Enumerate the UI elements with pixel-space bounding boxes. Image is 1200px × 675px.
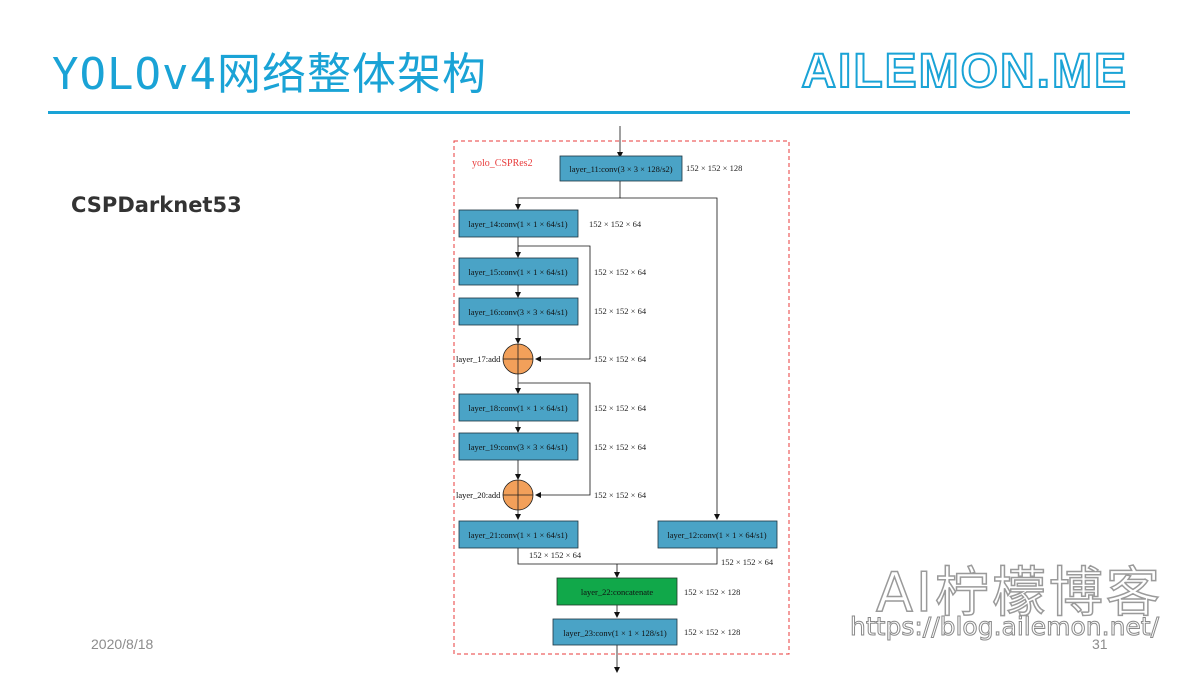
brand-logo: AILEMON.ME (800, 44, 1128, 99)
layer-17-add: layer_17:add 152 × 152 × 64 (456, 343, 647, 375)
layer-20-dim: 152 × 152 × 64 (594, 490, 647, 500)
title-divider (48, 111, 1130, 114)
layer-15-label: layer_15:conv(1 × 1 × 64/s1) (468, 267, 567, 277)
layer-21: layer_21:conv(1 × 1 × 64/s1) 152 × 152 ×… (458, 520, 582, 560)
layer-20-add: layer_20:add 152 × 152 × 64 (456, 479, 647, 511)
layer-21-dim: 152 × 152 × 64 (529, 550, 582, 560)
layer-14-dim: 152 × 152 × 64 (589, 219, 642, 229)
layer-22-concat: layer_22:concatenate 152 × 152 × 128 (556, 577, 740, 606)
footer-date: 2020/8/18 (91, 636, 154, 652)
layer-12: layer_12:conv(1 × 1 × 64/s1) 152 × 152 ×… (657, 520, 778, 567)
watermark-url: https://blog.ailemon.net/ (849, 612, 1160, 642)
layer-15-dim: 152 × 152 × 64 (594, 267, 647, 277)
layer-18-dim: 152 × 152 × 64 (594, 403, 647, 413)
layer-17-dim: 152 × 152 × 64 (594, 354, 647, 364)
slide-title: YOLOv4网络整体架构 (52, 49, 487, 100)
layer-11-label: layer_11:conv(3 × 3 × 128/s2) (569, 164, 672, 174)
layer-19: layer_19:conv(3 × 3 × 64/s1) 152 × 152 ×… (458, 432, 647, 461)
watermark-cn: AI柠檬博客 (875, 560, 1163, 625)
layer-11-dim: 152 × 152 × 128 (686, 163, 742, 173)
layer-16-dim: 152 × 152 × 64 (594, 306, 647, 316)
layer-20-label: layer_20:add (456, 490, 501, 500)
layer-18-label: layer_18:conv(1 × 1 × 64/s1) (468, 403, 567, 413)
layer-16-label: layer_16:conv(3 × 3 × 64/s1) (468, 307, 567, 317)
layer-23-label: layer_23:conv(1 × 1 × 128/s1) (563, 628, 667, 638)
subtitle: CSPDarknet53 (71, 193, 242, 217)
layer-23: layer_23:conv(1 × 1 × 128/s1) 152 × 152 … (552, 618, 740, 646)
layer-16: layer_16:conv(3 × 3 × 64/s1) 152 × 152 ×… (458, 297, 647, 326)
layer-22-label: layer_22:concatenate (581, 587, 653, 597)
layer-18: layer_18:conv(1 × 1 × 64/s1) 152 × 152 ×… (458, 393, 647, 422)
layer-14-label: layer_14:conv(1 × 1 × 64/s1) (468, 219, 567, 229)
layer-15: layer_15:conv(1 × 1 × 64/s1) 152 × 152 ×… (458, 257, 647, 286)
layer-14: layer_14:conv(1 × 1 × 64/s1) 152 × 152 ×… (458, 209, 642, 238)
layer-22-dim: 152 × 152 × 128 (684, 587, 740, 597)
layer-11: layer_11:conv(3 × 3 × 128/s2) 152 × 152 … (559, 155, 742, 182)
layer-12-dim: 152 × 152 × 64 (721, 557, 774, 567)
connectors (515, 126, 720, 673)
group-border (453, 140, 790, 655)
group-label: yolo_CSPRes2 (472, 158, 533, 169)
layer-19-label: layer_19:conv(3 × 3 × 64/s1) (468, 442, 567, 452)
layer-21-label: layer_21:conv(1 × 1 × 64/s1) (468, 530, 567, 540)
page-number: 31 (1092, 636, 1108, 652)
layer-12-label: layer_12:conv(1 × 1 × 64/s1) (667, 530, 766, 540)
layer-17-label: layer_17:add (456, 354, 501, 364)
layer-19-dim: 152 × 152 × 64 (594, 442, 647, 452)
layer-23-dim: 152 × 152 × 128 (684, 627, 740, 637)
